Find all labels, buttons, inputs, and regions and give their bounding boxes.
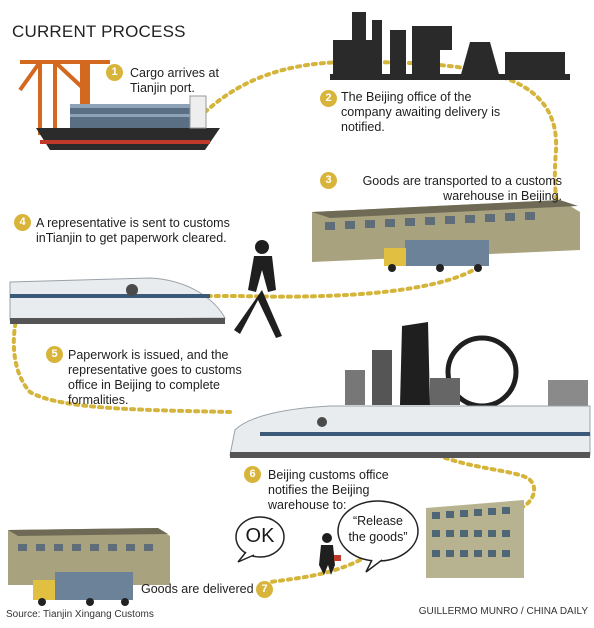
release-bubble-text: “Release the goods” <box>340 513 416 545</box>
step-5-text: Paperwork is issued, and the representat… <box>68 348 242 407</box>
courier-person <box>319 533 341 575</box>
step-4-text: A representative is sent to customs inTi… <box>36 216 230 245</box>
warehouse-top <box>312 200 580 272</box>
train-bottom <box>229 405 591 458</box>
step-7-text: Goods are delivered <box>141 582 254 596</box>
train-middle <box>9 277 226 324</box>
source-note: Source: Tianjin Xingang Customs <box>6 609 154 620</box>
release-line-1: “Release <box>352 514 404 528</box>
ok-bubble <box>235 516 285 563</box>
apartment-building <box>426 500 524 578</box>
step-4-badge: 4 <box>14 214 31 231</box>
step-2-text: The Beijing office of the company awaiti… <box>341 90 501 134</box>
step-3-text: Goods are transported to a customs wareh… <box>362 174 562 203</box>
port-crane-ship <box>18 60 220 150</box>
step-1-text: Cargo arrives at Tianjin port. <box>130 66 219 95</box>
step-5-badge: 5 <box>46 346 63 363</box>
warehouse-bottom <box>8 528 170 606</box>
beijing-skyline-top <box>330 12 570 80</box>
step-6-text: Beijing customs office notifies the Beij… <box>268 468 389 512</box>
step-1-badge: 1 <box>106 64 123 81</box>
beijing-skyline-bottom <box>345 322 588 410</box>
credit-note: GUILLERMO MUNRO / CHINA DAILY <box>418 606 588 617</box>
step-7-badge: 7 <box>256 581 273 598</box>
step-6-badge: 6 <box>244 466 261 483</box>
release-line-2: the goods” <box>348 530 408 544</box>
step-3-badge: 3 <box>320 172 337 189</box>
page-title: CURRENT PROCESS <box>12 22 186 41</box>
release-bubble <box>337 500 419 573</box>
ok-bubble-text: OK <box>245 525 275 547</box>
step-2-badge: 2 <box>320 90 337 107</box>
walking-person <box>234 240 282 338</box>
